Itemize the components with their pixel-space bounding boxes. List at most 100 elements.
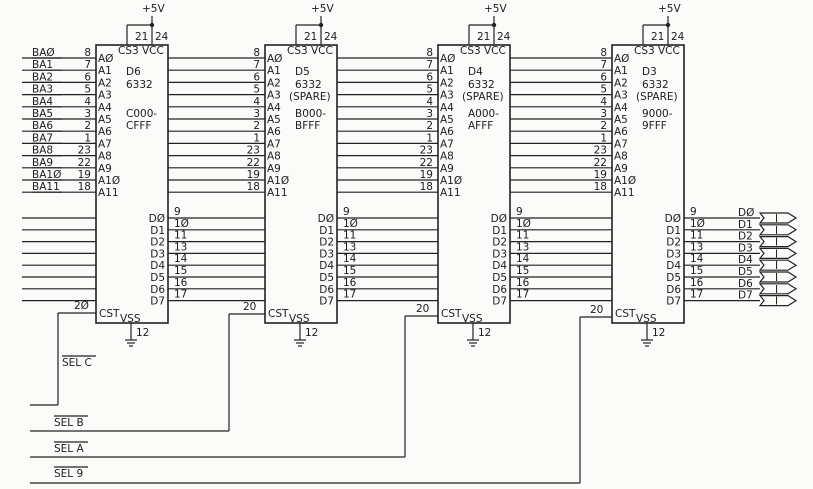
vcc-label: VCC [484,45,506,57]
address-range-start: C000- [126,108,157,120]
pin-number: 18 [78,181,91,193]
pin-name: A5 [440,114,454,126]
pin-name: D5 [319,272,334,284]
pin-number: 14 [516,253,530,265]
pin-number: 16 [690,277,704,289]
pin-name: A6 [98,126,112,138]
select-signal-label: SEL C [62,357,92,369]
cs3-label: CS3 [460,45,481,57]
pin-name: A4 [440,102,454,114]
junction-dot [149,22,155,28]
pin-number: 13 [343,241,356,253]
pin-name: A1 [614,65,628,77]
pin-name: A6 [440,126,454,138]
pin-number: 7 [600,59,607,71]
pin-name: A3 [267,90,281,102]
chip-part-number: 6332 [295,79,322,91]
pin-number: 21 [304,31,317,43]
pin-name: D2 [666,237,681,249]
pin-name: A1Ø [98,175,120,187]
address-range-start: 9000- [642,108,673,120]
cs3-label: CS3 [634,45,655,57]
vcc-label: VCC [658,45,680,57]
pin-name: A3 [614,90,628,102]
pin-number: 8 [253,47,260,59]
pin-name: A9 [440,163,454,175]
pin-name: A7 [440,138,454,150]
output-label: D5 [738,266,753,278]
pin-name: D7 [150,296,165,308]
pin-name: A2 [267,77,281,89]
pin-name: A11 [267,187,288,199]
output-connector-icon [758,247,798,259]
pin-number: 9 [690,206,697,218]
pin-name: D6 [666,284,681,296]
pin-number: 22 [420,157,433,169]
pin-number: 16 [174,277,188,289]
pin-number: 17 [690,289,703,301]
pin-number: 23 [420,145,433,157]
pin-name: AØ [614,53,629,65]
cst-label: CST [441,308,462,320]
pin-number: 19 [420,169,433,181]
pin-number: 8 [426,47,433,59]
pin-name: D6 [492,284,507,296]
pin-name: A8 [267,151,281,163]
pin-number: 20 [590,304,603,316]
pin-number: 9 [516,206,523,218]
vcc-label: VCC [142,45,164,57]
pin-number: 13 [516,241,529,253]
output-connector-icon [758,236,798,248]
pin-name: A1Ø [440,175,462,187]
output-label: D2 [738,231,753,243]
pin-number: 12 [652,327,665,339]
select-signal-label: SEL B [54,417,84,429]
pin-name: A3 [440,90,454,102]
pin-name: D7 [666,296,681,308]
address-range-start: A000- [468,108,499,120]
pin-number: 5 [253,84,260,96]
pin-name: D3 [492,248,507,260]
pin-name: D3 [150,248,165,260]
chip-d6 [95,44,169,324]
output-connector-icon [758,283,798,295]
pin-number: 20 [243,301,256,313]
pin-number: 15 [516,265,529,277]
pin-name: D1 [492,225,507,237]
pin-name: D1 [150,225,165,237]
pin-name: A9 [98,163,112,175]
pin-number: 1 [426,132,433,144]
output-label: DØ [738,207,754,219]
pin-name: D4 [319,260,334,272]
bus-label: BA7 [32,132,53,144]
connector-mark: I [775,284,778,296]
chip-d5 [264,44,338,324]
pin-number: 22 [78,157,91,169]
pin-number: 19 [247,169,260,181]
pin-number: 6 [600,71,607,83]
bus-label: BA1 [32,59,53,71]
output-label: D3 [738,242,753,254]
pin-name: D3 [666,248,681,260]
pin-number: 19 [594,169,607,181]
pin-number: 15 [174,265,187,277]
chip-part-number: 6332 [468,79,495,91]
pin-name: A11 [614,187,635,199]
pin-name: DØ [491,213,507,225]
pin-name: D2 [319,237,334,249]
output-label: D6 [738,278,753,290]
pin-number: 23 [247,145,260,157]
pin-number: 12 [136,327,149,339]
pin-name: A8 [98,151,112,163]
pin-name: D6 [150,284,165,296]
address-range-start: B000- [295,108,326,120]
pin-name: A2 [614,77,628,89]
pin-name: DØ [665,213,681,225]
pin-number: 17 [516,289,529,301]
connector-mark: I [775,272,778,284]
pin-name: D2 [492,237,507,249]
output-label: D1 [738,219,753,231]
bus-label: BA4 [32,96,53,108]
pin-number: 21 [477,31,490,43]
pin-name: A6 [614,126,628,138]
